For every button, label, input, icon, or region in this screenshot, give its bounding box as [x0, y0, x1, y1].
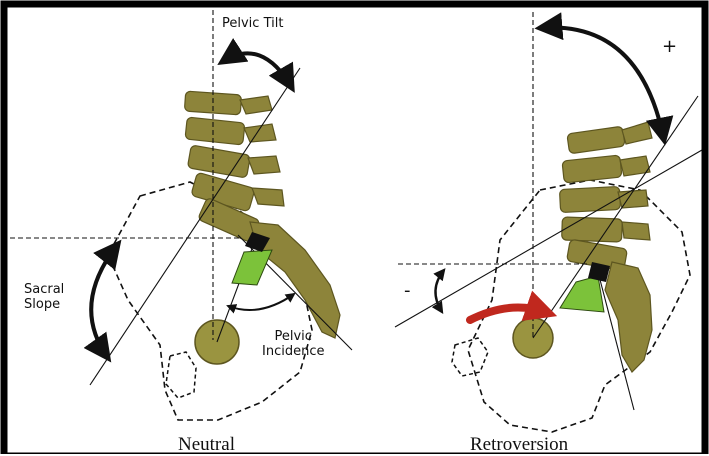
- sacral-slope-label: Sacral Slope: [24, 283, 64, 313]
- neutral-obturator-outline: [166, 352, 196, 398]
- pelvic-incidence-label-line2: Incidence: [262, 345, 324, 360]
- retroversion-lumbar-spine: [559, 122, 652, 372]
- plus-sign: +: [662, 36, 677, 57]
- sacral-slope-label-line2: Slope: [24, 298, 64, 313]
- neutral-pelvic-incidence-arrow: [228, 294, 294, 310]
- pelvic-incidence-label: Pelvic Incidence: [262, 330, 324, 360]
- retroversion-panel: [395, 12, 702, 432]
- neutral-angle-triangle: [232, 250, 272, 285]
- retroversion-angle-triangle: [560, 276, 604, 312]
- minus-sign: -: [404, 280, 411, 301]
- retroversion-sacral-plate-line: [395, 150, 702, 327]
- neutral-sacral-slope-arrow: [91, 244, 118, 358]
- retroversion-sacral-slope-arrow: [435, 270, 444, 312]
- neutral-pelvic-tilt-arrow: [222, 53, 292, 88]
- neutral-title: Neutral: [178, 434, 235, 456]
- pelvic-tilt-label: Pelvic Tilt: [222, 17, 283, 32]
- sacral-slope-label-line1: Sacral: [24, 283, 64, 298]
- retroversion-title: Retroversion: [470, 434, 568, 456]
- retroversion-obturator-outline: [452, 338, 488, 376]
- neutral-lumbar-spine: [184, 91, 340, 338]
- pelvic-incidence-label-line1: Pelvic: [262, 330, 324, 345]
